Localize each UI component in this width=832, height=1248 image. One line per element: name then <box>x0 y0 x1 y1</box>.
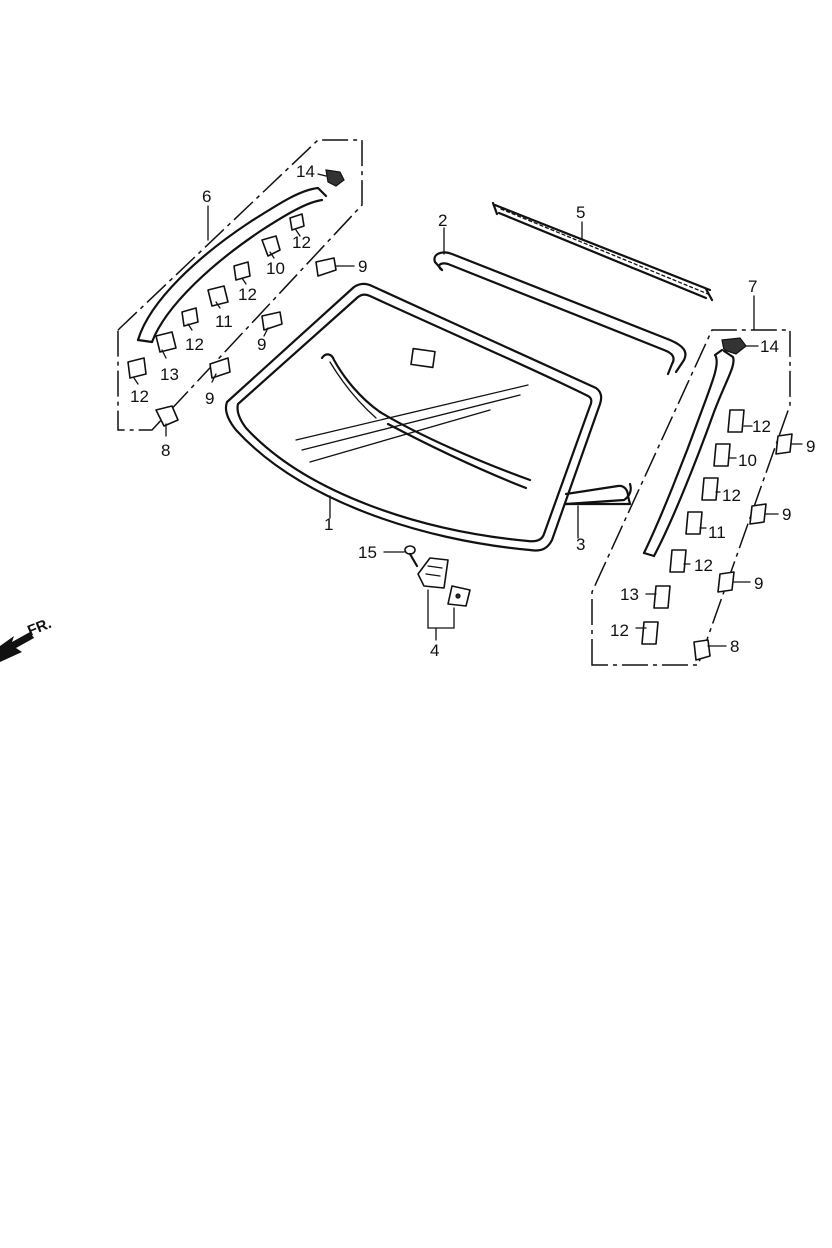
label-part-6: 6 <box>202 187 211 206</box>
front-direction-arrow-icon <box>0 632 34 662</box>
right-group-bracket <box>591 329 791 666</box>
left-clip-8 <box>155 405 179 427</box>
top-weatherstrip <box>491 201 714 302</box>
label-part-9-left-1: 9 <box>358 257 367 276</box>
label-part-9-left-2: 9 <box>257 335 266 354</box>
label-part-1: 1 <box>324 515 333 534</box>
label-part-9-left-3: 9 <box>205 389 214 408</box>
label-part-14-left: 14 <box>296 162 315 181</box>
label-part-9-right-3: 9 <box>754 574 763 593</box>
left-clips-12-10-11-13 <box>127 213 305 379</box>
label-part-8-left: 8 <box>161 441 170 460</box>
screw-15 <box>404 545 419 568</box>
label-part-13-right: 13 <box>620 585 639 604</box>
upper-dam-molding <box>433 251 687 376</box>
label-part-12-left-2: 12 <box>238 285 257 304</box>
label-part-12-right-1: 12 <box>752 417 771 436</box>
label-part-2: 2 <box>438 211 447 230</box>
label-part-11-right: 11 <box>708 523 726 542</box>
label-part-5: 5 <box>576 203 585 222</box>
label-part-3: 3 <box>576 535 585 554</box>
right-roof-molding <box>642 348 735 558</box>
left-clips-9 <box>209 257 337 379</box>
label-part-9-right-2: 9 <box>782 505 791 524</box>
label-part-7: 7 <box>748 277 757 296</box>
label-part-8-right: 8 <box>730 637 739 656</box>
label-part-12-right-3: 12 <box>694 556 713 575</box>
mirror-mount-set <box>417 557 471 607</box>
windshield-glass <box>224 282 603 552</box>
label-part-14-right: 14 <box>760 337 779 356</box>
right-clips-9 <box>717 433 793 593</box>
label-part-12-left-3: 12 <box>185 335 204 354</box>
label-part-13-left: 13 <box>160 365 179 384</box>
front-direction-label: FR. <box>25 615 54 640</box>
label-part-11-left: 11 <box>215 312 233 331</box>
label-part-12-left-4: 12 <box>130 387 149 406</box>
right-clip-14 <box>721 337 747 355</box>
leader-lines <box>133 173 803 647</box>
label-part-15: 15 <box>358 543 377 562</box>
left-clip-14 <box>325 169 345 187</box>
label-part-12-right-4: 12 <box>610 621 629 640</box>
label-part-10-right: 10 <box>738 451 757 470</box>
label-part-12-right-2: 12 <box>722 486 741 505</box>
lower-dam <box>564 482 632 506</box>
left-group-bracket <box>117 139 363 431</box>
label-part-10-left: 10 <box>266 259 285 278</box>
label-part-9-right-1: 9 <box>806 437 815 456</box>
right-clip-8 <box>693 639 711 661</box>
left-roof-molding <box>136 186 328 344</box>
label-part-4: 4 <box>430 641 439 660</box>
right-clips-12-10-11-13 <box>641 409 745 645</box>
label-part-12-left-1: 12 <box>292 233 311 252</box>
